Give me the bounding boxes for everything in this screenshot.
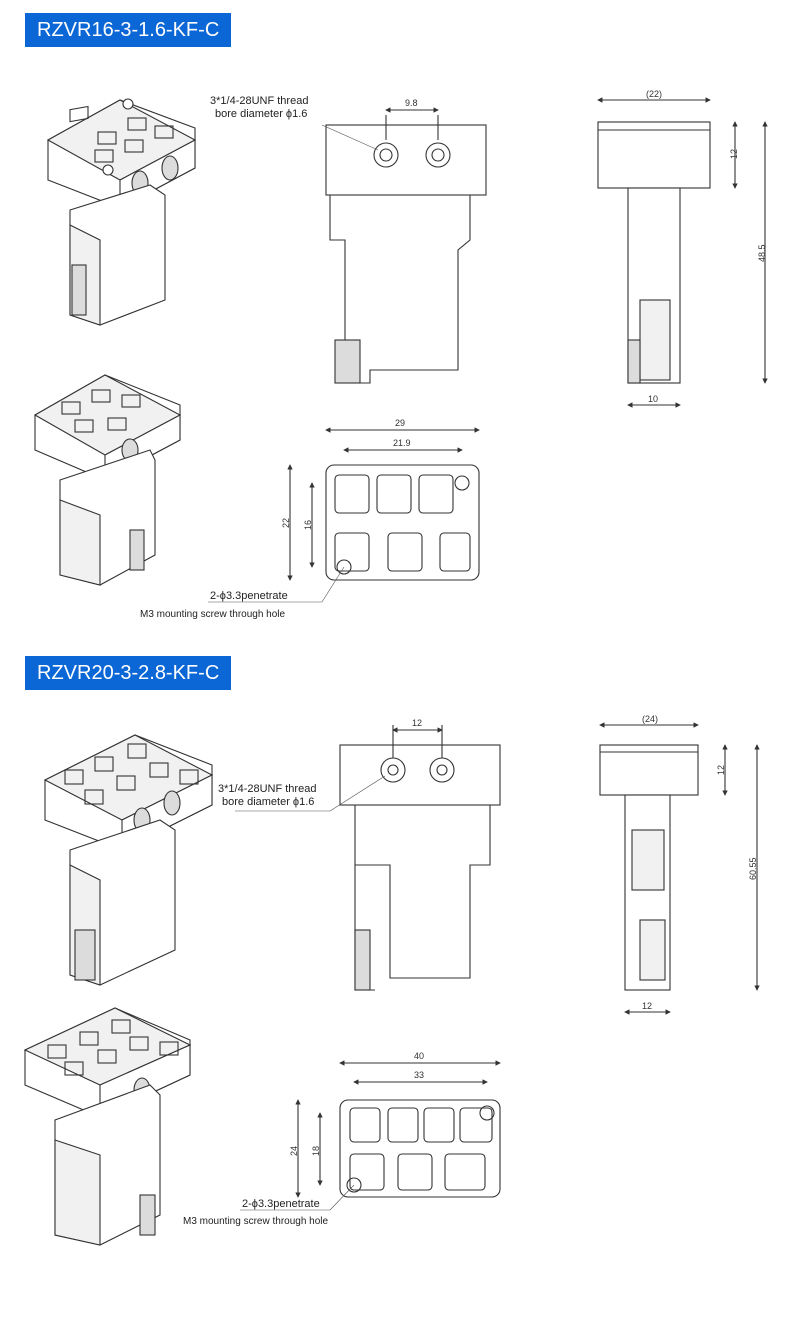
dim-side-width-1: (22) <box>646 89 662 99</box>
iso-view-top-1 <box>46 98 197 326</box>
iso-view-top-2 <box>43 734 214 986</box>
hole-note-line1-1: 2-ϕ3.3penetrate <box>210 590 288 602</box>
dim-block-height-2: 12 <box>716 765 726 775</box>
bottom-view-2: 40 33 24 18 2-ϕ3.3penetrate M3 mounting … <box>183 1051 501 1227</box>
dim-outer-height-2: 24 <box>289 1146 299 1156</box>
dim-bottom-width-1: 10 <box>648 394 658 404</box>
dim-outer-height-1: 22 <box>281 518 291 528</box>
thread-note-line1-1: 3*1/4-28UNF thread <box>210 95 308 107</box>
dim-inner-width-1: 21.9 <box>393 438 411 448</box>
dim-outer-width-1: 29 <box>395 418 405 428</box>
thread-note-line2-2: bore diameter ϕ1.6 <box>222 796 314 808</box>
dim-inner-height-2: 18 <box>311 1146 321 1156</box>
dim-total-height-1: 48.5 <box>757 244 767 262</box>
dim-side-width-2: (24) <box>642 714 658 724</box>
dim-outer-width-2: 40 <box>414 1051 424 1061</box>
hole-note-line1-2: 2-ϕ3.3penetrate <box>242 1198 320 1210</box>
dim-total-height-2: 60.55 <box>748 857 758 880</box>
thread-note-line2-1: bore diameter ϕ1.6 <box>215 108 307 120</box>
section-title-1: RZVR16-3-1.6-KF-C <box>25 13 232 47</box>
iso-view-bottom-1 <box>33 374 182 586</box>
dim-hole-spacing-2: 12 <box>412 718 422 728</box>
dim-inner-width-2: 33 <box>414 1070 424 1080</box>
side-view-1: (22) 12 48.5 10 <box>597 89 768 408</box>
front-view-2: 12 3*1/4-28UNF thread bore diameter ϕ1.6 <box>218 718 501 991</box>
hole-note-line2-2: M3 mounting screw through hole <box>183 1216 329 1227</box>
dim-hole-spacing-1: 9.8 <box>405 98 418 108</box>
side-view-2: (24) 12 60.55 12 <box>599 714 760 1015</box>
hole-note-line2-1: M3 mounting screw through hole <box>140 609 286 620</box>
front-view-1: 9.8 3*1/4-28UNF thread bore diameter ϕ1.… <box>210 95 487 384</box>
iso-view-bottom-2 <box>23 1007 192 1246</box>
thread-note-line1-2: 3*1/4-28UNF thread <box>218 783 316 795</box>
dim-block-height-1: 12 <box>729 149 739 159</box>
dim-bottom-width-2: 12 <box>642 1001 652 1011</box>
dim-inner-height-1: 16 <box>303 520 313 530</box>
section-title-2: RZVR20-3-2.8-KF-C <box>25 656 232 690</box>
bottom-view-1: 29 21.9 22 16 2-ϕ3.3penetrate M3 mountin… <box>140 418 480 620</box>
